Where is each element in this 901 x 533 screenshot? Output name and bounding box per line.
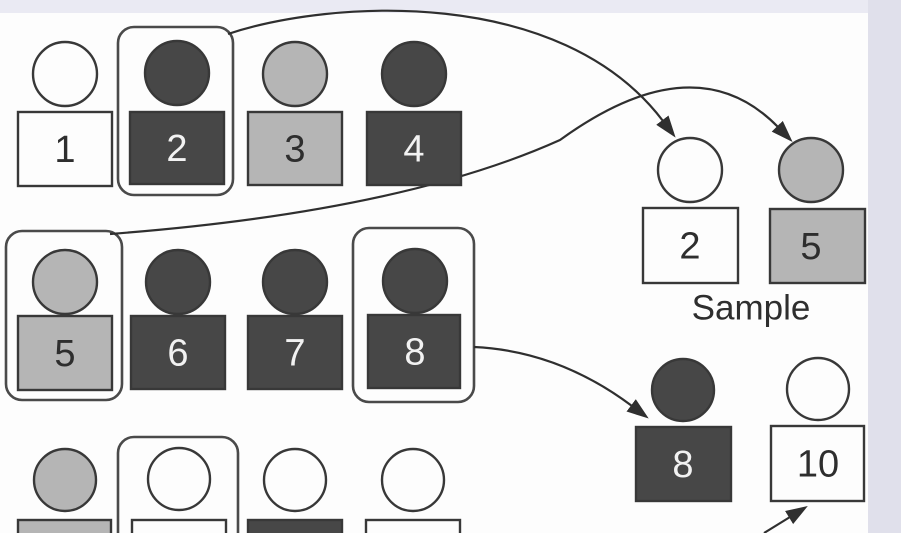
- person-body-square: [246, 518, 344, 533]
- person-body-square: [129, 314, 227, 391]
- sample-figure-10: 10: [769, 356, 866, 503]
- person-body-square: [634, 425, 733, 503]
- arrow-5-to-sample-icon: [109, 86, 793, 236]
- arrow-8-to-sample-icon: [473, 345, 649, 419]
- person-head-circle: [650, 357, 716, 423]
- population-figure-7: 7: [246, 248, 344, 391]
- top-border-strip: [0, 0, 901, 13]
- person-number-label: 2: [166, 128, 187, 170]
- person-body-square: [769, 424, 866, 503]
- person-number-label: 8: [404, 332, 425, 374]
- person-head-circle: [262, 447, 328, 513]
- sample-figure-2: 2: [641, 136, 740, 285]
- person-head-circle: [656, 136, 724, 204]
- population-figure-10: [130, 446, 228, 533]
- person-head-circle: [380, 447, 446, 513]
- sample-group-label: Sample: [692, 289, 811, 328]
- population-figure-5: 5: [16, 248, 114, 392]
- population-figure-9: [16, 447, 113, 533]
- arrow-10-to-sample-icon: [763, 506, 808, 533]
- person-head-circle: [146, 446, 212, 512]
- person-body-square: [768, 207, 867, 285]
- right-border-strip: [868, 0, 901, 533]
- person-head-circle: [261, 248, 329, 316]
- population-figure-3: 3: [246, 40, 344, 187]
- person-head-circle: [380, 40, 448, 108]
- sample-figure-5: 5: [768, 136, 867, 285]
- person-head-circle: [144, 248, 212, 316]
- person-head-circle: [785, 356, 851, 422]
- person-head-circle: [32, 447, 98, 513]
- selection-box-2: [116, 25, 235, 197]
- person-head-circle: [31, 248, 99, 316]
- person-body-square: [16, 518, 113, 533]
- figures-layer: 1 2 3 4 5 6 7 8 2 5 8 10: [16, 39, 867, 533]
- person-number-label: 6: [167, 333, 188, 375]
- population-figure-11: [246, 447, 344, 533]
- population-figure-8: 8: [366, 247, 462, 390]
- person-body-square: [641, 206, 740, 285]
- selection-box-8: [351, 226, 476, 404]
- person-body-square: [366, 313, 462, 390]
- arrow-2-to-sample-icon: [227, 9, 676, 138]
- selection-box-10: [116, 435, 240, 533]
- person-head-circle: [261, 40, 329, 108]
- person-number-label: 8: [672, 444, 693, 486]
- person-number-label: 10: [797, 444, 839, 486]
- person-body-square: [365, 110, 463, 187]
- population-figure-2: 2: [128, 39, 226, 186]
- person-number-label: 4: [403, 129, 424, 171]
- population-figure-12: [364, 447, 462, 533]
- person-body-square: [364, 518, 462, 533]
- arrows-layer: [109, 9, 808, 533]
- person-head-circle: [31, 40, 99, 108]
- person-body-square: [128, 110, 226, 186]
- person-body-square: [246, 314, 344, 391]
- person-body-square: [130, 518, 228, 533]
- person-number-label: 3: [284, 129, 305, 171]
- population-figure-1: 1: [16, 40, 114, 188]
- person-head-circle: [777, 136, 845, 204]
- person-number-label: 1: [54, 129, 75, 171]
- person-body-square: [16, 110, 114, 188]
- person-number-label: 5: [54, 333, 75, 375]
- population-figure-6: 6: [129, 248, 227, 391]
- person-number-label: 5: [800, 226, 821, 268]
- selection-boxes-layer: [4, 25, 476, 533]
- person-head-circle: [381, 247, 449, 315]
- person-number-label: 2: [679, 226, 700, 268]
- sample-figure-8: 8: [634, 357, 733, 503]
- person-head-circle: [143, 39, 211, 107]
- selection-box-5: [4, 229, 124, 402]
- person-body-square: [246, 110, 344, 187]
- person-body-square: [16, 314, 114, 392]
- person-number-label: 7: [284, 333, 305, 375]
- population-figure-4: 4: [365, 40, 463, 187]
